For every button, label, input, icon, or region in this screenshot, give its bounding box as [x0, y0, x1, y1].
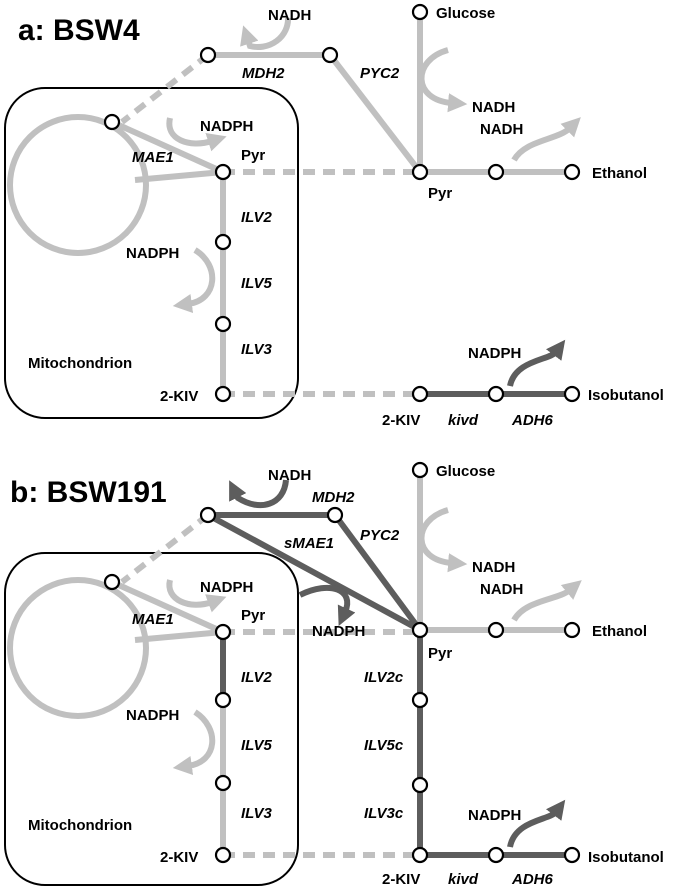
label-nadph: NADPH [200, 579, 253, 596]
label-ethanol: Ethanol [592, 165, 647, 182]
label-nadph: NADPH [200, 118, 253, 135]
label-pyr: Pyr [241, 607, 265, 624]
node-oaa [199, 506, 217, 524]
node-malate-mito [103, 113, 121, 131]
label-ethanol: Ethanol [592, 623, 647, 640]
label-mdh2: MDH2 [242, 65, 285, 82]
cofactor-arrows-light [166, 17, 581, 314]
native-pathway-edges [7, 12, 572, 397]
label-pyc2: PYC2 [360, 527, 400, 544]
label-ilv2c: ILV2c [364, 669, 404, 686]
label-isobutanol: Isobutanol [588, 387, 664, 404]
mitochondrion-compartment [4, 552, 299, 886]
engineered-pathway-edges [206, 479, 572, 858]
label-nadph: NADPH [126, 707, 179, 724]
node-pyr-cyto [411, 163, 429, 181]
node-dhiv [214, 315, 232, 333]
label-mae1: MAE1 [132, 611, 174, 628]
node-glucose [411, 3, 429, 21]
label-ilv5: ILV5 [241, 737, 273, 754]
node-pyr-mito [214, 623, 232, 641]
panel-a-title: a: BSW4 [18, 14, 140, 47]
panel-b: b: BSW191 [4, 461, 664, 888]
mitochondrion-compartment [4, 87, 299, 419]
node-malate [326, 506, 344, 524]
label-glucose: Glucose [436, 463, 495, 480]
cofactor-arrows-light [166, 507, 582, 776]
panel-a-labels: NADH MDH2 PYC2 Glucose NADH NADH Ethanol… [28, 5, 664, 429]
label-nadh: NADH [472, 559, 515, 576]
node-isobutanol [563, 385, 581, 403]
label-kivd: kivd [448, 412, 479, 429]
label-nadh: NADH [480, 121, 523, 138]
panel-b-nodes [103, 461, 581, 864]
label-nadph: NADPH [468, 345, 521, 362]
node-pyr-mito [214, 163, 232, 181]
node-acetaldehyde [487, 163, 505, 181]
node-dhiv-cyto [411, 776, 429, 794]
node-kiv-mito [214, 846, 232, 864]
label-2-kiv: 2-KIV [160, 849, 198, 866]
label-ilv3: ILV3 [241, 341, 273, 358]
node-malate [321, 46, 339, 64]
label-nadph: NADPH [468, 807, 521, 824]
label-nadph: NADPH [126, 245, 179, 262]
label-mitochondrion: Mitochondrion [28, 817, 132, 834]
node-acetolactate-cyto [411, 691, 429, 709]
native-pathway-edges [7, 470, 572, 858]
panel-a: a: BSW4 [4, 3, 664, 429]
label-2-kiv: 2-KIV [160, 388, 198, 405]
label-nadh: NADH [480, 581, 523, 598]
panel-a-nodes [103, 3, 581, 403]
label-pyc2: PYC2 [360, 65, 400, 82]
label-pyr: Pyr [428, 645, 452, 662]
node-kiv-mito [214, 385, 232, 403]
node-acetolactate [214, 233, 232, 251]
node-acetaldehyde [487, 621, 505, 639]
node-kiv-cyto [411, 846, 429, 864]
node-isobutyraldehyde [487, 385, 505, 403]
node-ethanol [563, 621, 581, 639]
label-isobutanol: Isobutanol [588, 849, 664, 866]
label-glucose: Glucose [436, 5, 495, 22]
node-isobutyraldehyde [487, 846, 505, 864]
node-ethanol [563, 163, 581, 181]
label-mitochondrion: Mitochondrion [28, 355, 132, 372]
label-ilv3: ILV3 [241, 805, 273, 822]
node-pyr-cyto [411, 621, 429, 639]
node-acetolactate [214, 691, 232, 709]
label-smae1: sMAE1 [284, 535, 334, 552]
node-malate-mito [103, 573, 121, 591]
label-nadph: NADPH [312, 623, 365, 640]
panel-b-title: b: BSW191 [10, 476, 167, 509]
label-ilv3c: ILV3c [364, 805, 404, 822]
label-kivd: kivd [448, 871, 479, 888]
label-ilv5c: ILV5c [364, 737, 404, 754]
label-pyr: Pyr [241, 147, 265, 164]
label-ilv5: ILV5 [241, 275, 273, 292]
label-ilv2: ILV2 [241, 669, 273, 686]
label-adh6: ADH6 [511, 871, 553, 888]
label-2-kiv: 2-KIV [382, 871, 420, 888]
label-2-kiv: 2-KIV [382, 412, 420, 429]
label-pyr: Pyr [428, 185, 452, 202]
panel-b-labels: NADH MDH2 sMAE1 PYC2 Glucose NADH NADH E… [28, 463, 664, 888]
label-nadh: NADH [268, 7, 311, 24]
label-nadh: NADH [472, 99, 515, 116]
node-oaa [199, 46, 217, 64]
node-glucose [411, 461, 429, 479]
node-kiv-cyto [411, 385, 429, 403]
label-mae1: MAE1 [132, 149, 174, 166]
label-ilv2: ILV2 [241, 209, 273, 226]
node-dhiv [214, 774, 232, 792]
label-nadh: NADH [268, 467, 311, 484]
node-isobutanol [563, 846, 581, 864]
label-mdh2: MDH2 [312, 489, 355, 506]
label-adh6: ADH6 [511, 412, 553, 429]
